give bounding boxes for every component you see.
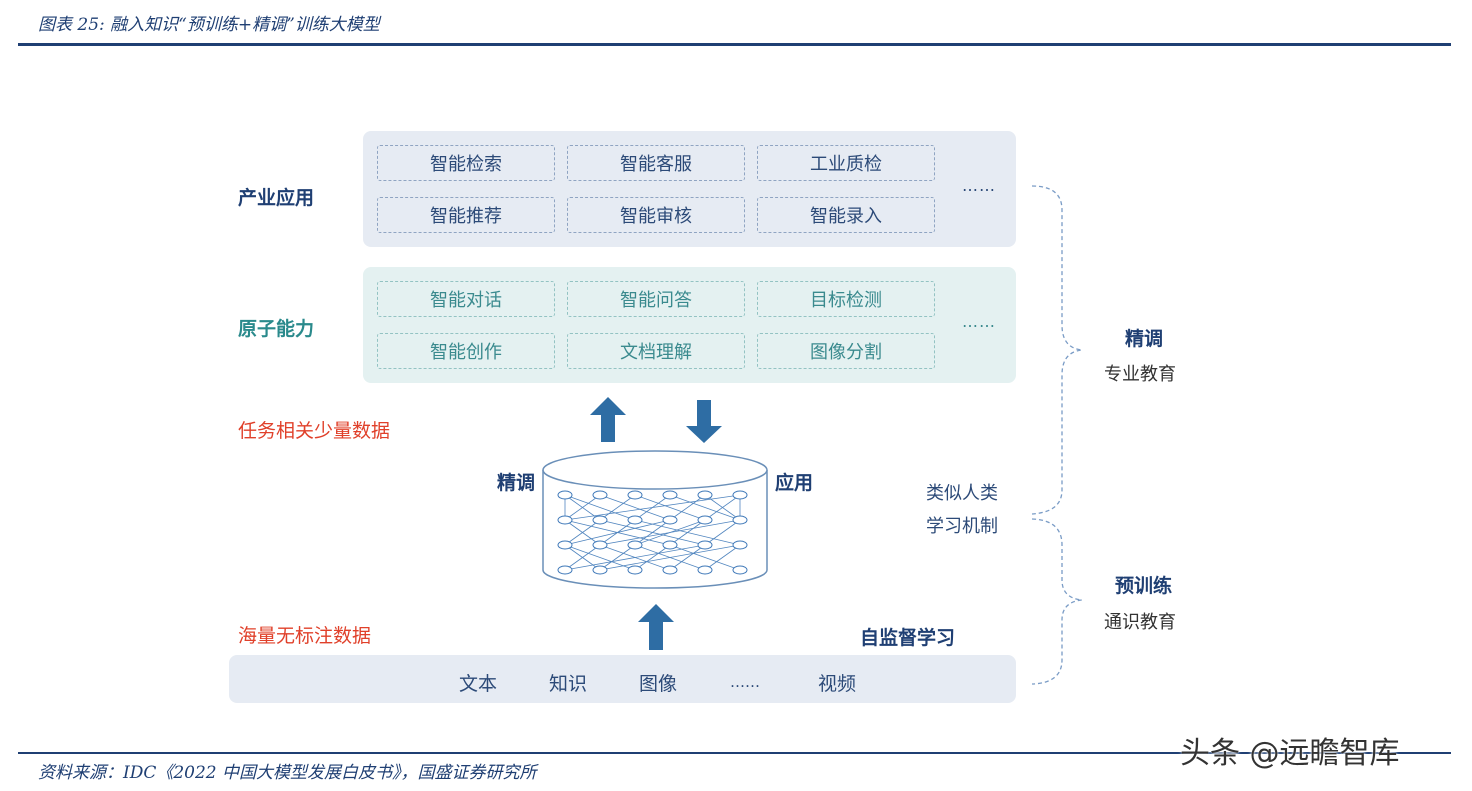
industry-application-label: 产业应用 bbox=[238, 187, 315, 209]
atomic-cell: 图像分割 bbox=[757, 333, 935, 369]
mechanism-line-2: 学习机制 bbox=[926, 516, 998, 537]
up-arrow-icon bbox=[590, 397, 626, 442]
atomic-cell: 智能问答 bbox=[567, 281, 745, 317]
atomic-capability-panel bbox=[363, 267, 1016, 383]
pretrain-side-subtitle: 通识教育 bbox=[1104, 612, 1176, 633]
watermark: 头条 @远瞻智库 bbox=[1180, 736, 1400, 771]
industry-application-panel bbox=[363, 131, 1016, 247]
atomic-cell: 智能对话 bbox=[377, 281, 555, 317]
apply-model-label: 应用 bbox=[775, 472, 814, 494]
finetune-model-label: 精调 bbox=[497, 472, 536, 494]
data-item-video: 视频 bbox=[818, 673, 857, 695]
footer-divider bbox=[18, 752, 1451, 754]
mechanism-line-1: 类似人类 bbox=[926, 483, 998, 504]
data-item-text: 文本 bbox=[459, 673, 498, 695]
self-supervised-label: 自监督学习 bbox=[860, 627, 956, 649]
pretrain-brace bbox=[1031, 518, 1083, 685]
source-note: 资料来源：IDC《2022 中国大模型发展白皮书》，国盛证券研究所 bbox=[38, 763, 537, 783]
finetune-side-subtitle: 专业教育 bbox=[1104, 364, 1176, 385]
data-item-image: 图像 bbox=[639, 673, 678, 695]
atomic-cell: 智能创作 bbox=[377, 333, 555, 369]
industry-cell: 工业质检 bbox=[757, 145, 935, 181]
neural-network-icon bbox=[564, 494, 741, 571]
industry-cell: 智能录入 bbox=[757, 197, 935, 233]
atomic-ellipsis: …… bbox=[962, 312, 996, 331]
industry-cell: 智能检索 bbox=[377, 145, 555, 181]
atomic-cell: 目标检测 bbox=[757, 281, 935, 317]
header-divider bbox=[18, 43, 1451, 46]
task-data-label: 任务相关少量数据 bbox=[238, 420, 391, 442]
data-source-bar bbox=[229, 655, 1016, 703]
massive-data-label: 海量无标注数据 bbox=[238, 625, 372, 647]
finetune-brace bbox=[1031, 185, 1083, 515]
data-item-ellipsis: …… bbox=[730, 673, 760, 691]
industry-cell: 智能客服 bbox=[567, 145, 745, 181]
pretrain-side-title: 预训练 bbox=[1115, 575, 1173, 597]
industry-ellipsis: …… bbox=[962, 176, 996, 195]
down-arrow-icon bbox=[686, 400, 722, 443]
atomic-cell: 文档理解 bbox=[567, 333, 745, 369]
data-up-arrow-icon bbox=[638, 604, 674, 650]
network-nodes bbox=[557, 490, 748, 575]
atomic-capability-label: 原子能力 bbox=[238, 318, 315, 340]
data-item-knowledge: 知识 bbox=[549, 673, 588, 695]
industry-cell: 智能审核 bbox=[567, 197, 745, 233]
finetune-side-title: 精调 bbox=[1125, 328, 1164, 350]
industry-cell: 智能推荐 bbox=[377, 197, 555, 233]
figure-title: 图表 25: 融入知识“预训练+精调”训练大模型 bbox=[38, 15, 380, 35]
